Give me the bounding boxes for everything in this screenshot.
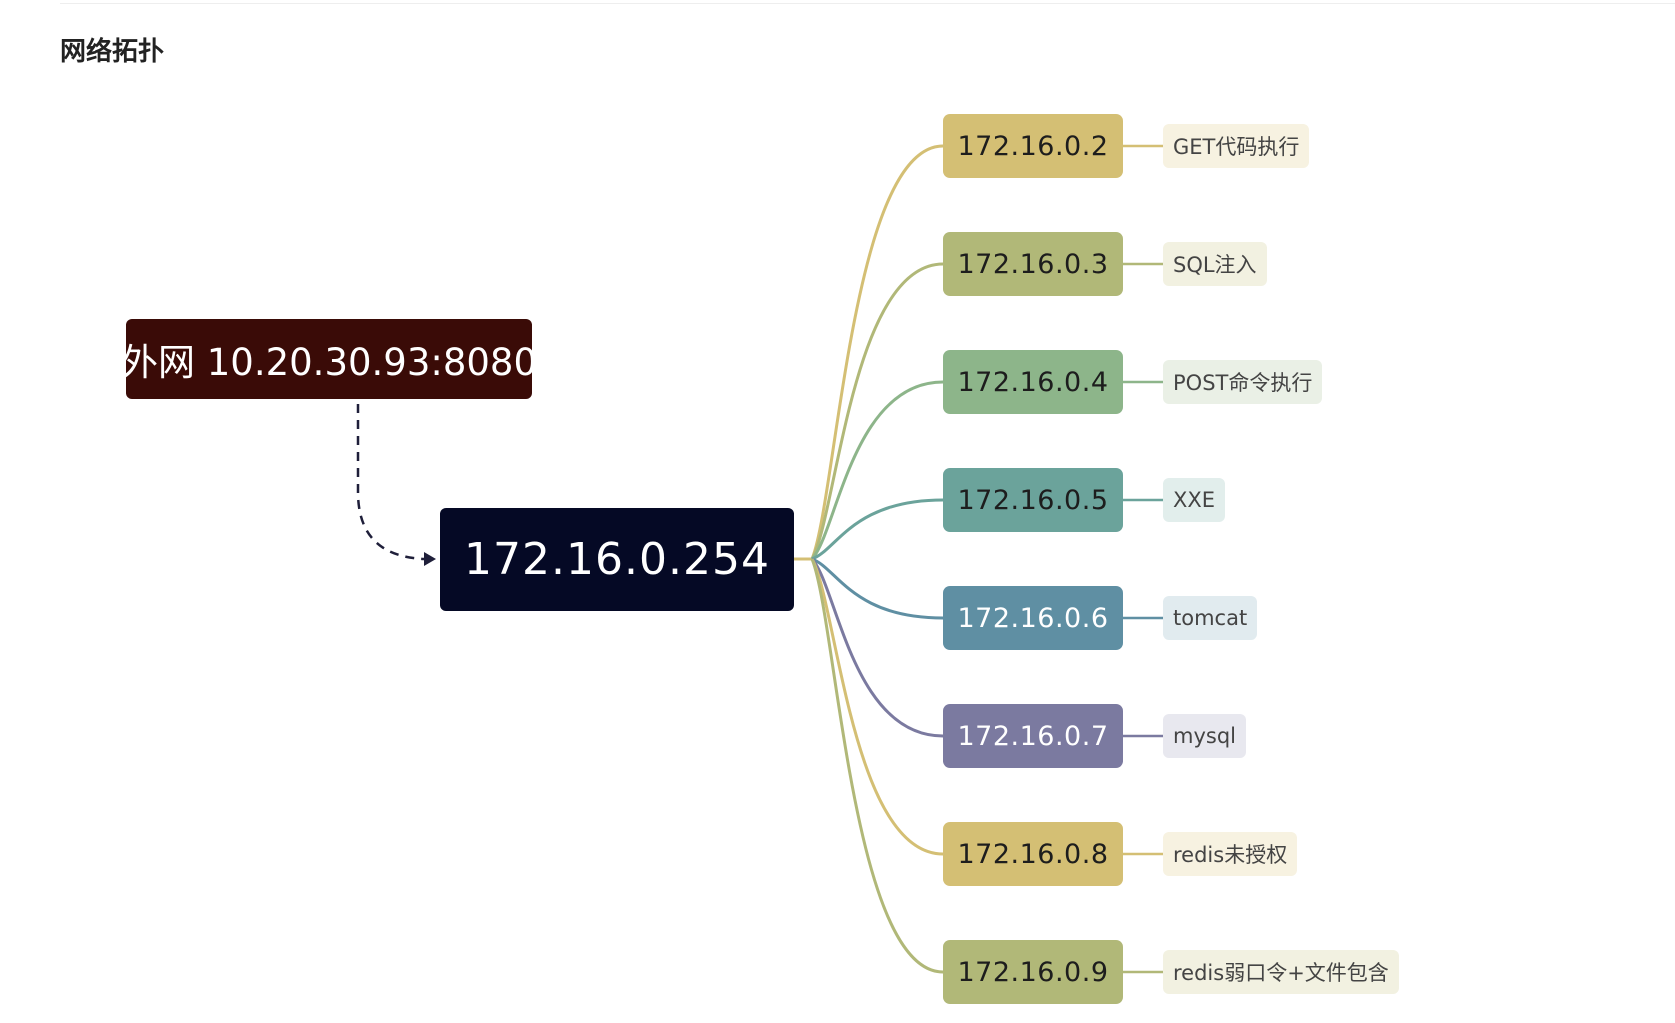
host-edge-5 bbox=[811, 557, 944, 620]
host-edge-7 bbox=[810, 558, 944, 856]
external-dashed-edge bbox=[356, 404, 425, 561]
page-title: 网络拓扑 bbox=[60, 37, 165, 67]
top-divider bbox=[60, 3, 1675, 4]
service-label-6: mysql bbox=[1163, 714, 1246, 758]
host-node-6[interactable]: 172.16.0.7 bbox=[943, 704, 1123, 768]
arrowhead-icon bbox=[424, 552, 436, 566]
service-label-2: SQL注入 bbox=[1163, 242, 1267, 286]
host-node-3[interactable]: 172.16.0.4 bbox=[943, 350, 1123, 414]
external-node[interactable]: 外网 10.20.30.93:8080 bbox=[121, 319, 537, 399]
host-node-5[interactable]: 172.16.0.6 bbox=[943, 586, 1123, 650]
host-edge-6 bbox=[810, 557, 944, 738]
service-label-7: redis未授权 bbox=[1163, 832, 1298, 876]
service-label-3: POST命令执行 bbox=[1163, 360, 1323, 404]
host-node-8[interactable]: 172.16.0.9 bbox=[943, 940, 1123, 1004]
host-edge-4 bbox=[811, 498, 944, 561]
host-node-1[interactable]: 172.16.0.2 bbox=[943, 114, 1123, 178]
host-edge-1 bbox=[810, 144, 944, 560]
service-label-5: tomcat bbox=[1163, 596, 1258, 640]
host-edge-3 bbox=[810, 380, 944, 561]
host-node-7[interactable]: 172.16.0.8 bbox=[943, 822, 1123, 886]
gateway-node[interactable]: 172.16.0.254 bbox=[440, 508, 794, 611]
service-label-1: GET代码执行 bbox=[1163, 124, 1310, 168]
service-label-4: XXE bbox=[1163, 478, 1226, 522]
host-edge-2 bbox=[810, 262, 944, 560]
host-node-4[interactable]: 172.16.0.5 bbox=[943, 468, 1123, 532]
service-label-8: redis弱口令+文件包含 bbox=[1163, 950, 1399, 994]
host-edge-8 bbox=[810, 558, 944, 974]
host-node-2[interactable]: 172.16.0.3 bbox=[943, 232, 1123, 296]
